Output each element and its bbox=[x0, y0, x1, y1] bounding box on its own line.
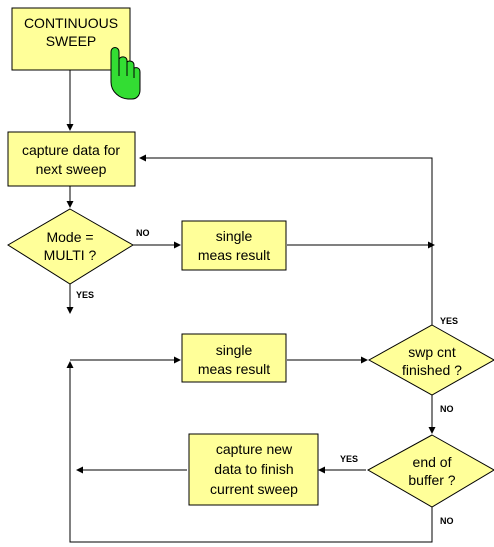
continuous-sweep-line2: SWEEP bbox=[46, 33, 97, 49]
capture-new-line2: data to finish bbox=[214, 461, 293, 477]
single-result-top-box: single meas result bbox=[181, 220, 287, 271]
single-result-top-line2: meas result bbox=[198, 247, 270, 263]
branch-labels: NO YES YES NO YES NO bbox=[76, 228, 458, 526]
capture-new-line1: capture new bbox=[216, 441, 293, 457]
end-buffer-line1: end of bbox=[413, 454, 452, 470]
single-result-mid-box: single meas result bbox=[181, 333, 287, 383]
buffer-no-label: NO bbox=[440, 516, 454, 526]
swp-yes-label: YES bbox=[440, 316, 458, 326]
capture-data-line1: capture data for bbox=[22, 142, 120, 158]
single-result-mid-line1: single bbox=[216, 342, 253, 358]
hand-pointer-icon bbox=[110, 47, 141, 100]
capture-data-line2: next sweep bbox=[36, 161, 107, 177]
end-buffer-line2: buffer ? bbox=[408, 472, 455, 488]
continuous-sweep-line1: CONTINUOUS bbox=[24, 15, 118, 31]
mode-no-label: NO bbox=[136, 228, 150, 238]
swp-cnt-decision: swp cnt finished ? bbox=[367, 324, 494, 396]
single-result-mid-line2: meas result bbox=[198, 361, 270, 377]
capture-new-box: capture new data to finish current sweep bbox=[188, 433, 319, 506]
end-of-buffer-decision: end of buffer ? bbox=[366, 434, 494, 508]
capture-new-line3: current sweep bbox=[210, 481, 298, 497]
mode-decision-line2: MULTI ? bbox=[44, 247, 97, 263]
capture-data-box: capture data for next sweep bbox=[7, 131, 136, 187]
single-result-top-line1: single bbox=[216, 228, 253, 244]
connectors bbox=[66, 70, 436, 543]
continuous-sweep-box: CONTINUOUS SWEEP bbox=[11, 7, 131, 71]
buffer-yes-label: YES bbox=[340, 454, 358, 464]
mode-yes-label: YES bbox=[76, 290, 94, 300]
mode-decision-line1: Mode = bbox=[46, 229, 93, 245]
arrow-buffer-no-loop bbox=[66, 361, 433, 543]
swp-cnt-line1: swp cnt bbox=[408, 344, 456, 360]
swp-no-label: NO bbox=[440, 404, 454, 414]
arrow-swp-yes-loop bbox=[139, 154, 433, 335]
swp-cnt-line2: finished ? bbox=[402, 362, 462, 378]
mode-multi-decision: Mode = MULTI ? bbox=[7, 208, 134, 285]
